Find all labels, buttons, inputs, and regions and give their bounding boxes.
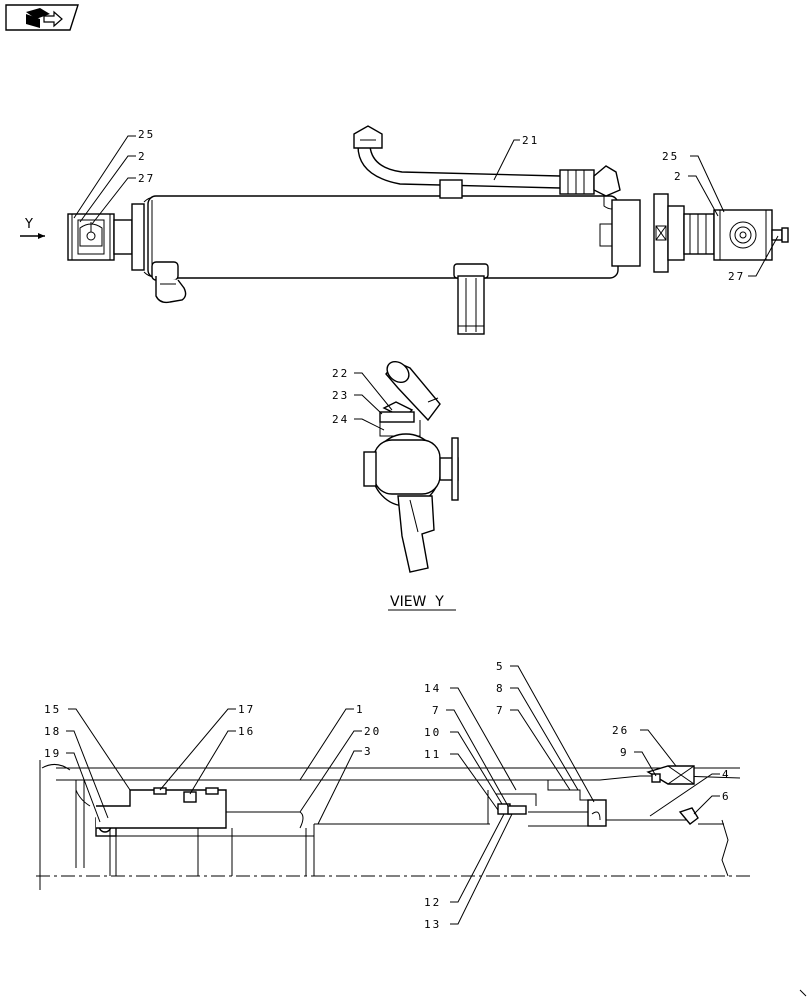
callout-27-right: 27 xyxy=(728,270,745,283)
callout-26: 26 xyxy=(612,724,629,737)
callout-25-right: 25 xyxy=(662,150,679,163)
callout-11: 11 xyxy=(424,748,441,761)
callout-18: 18 xyxy=(44,725,61,738)
top-callouts: 25 2 27 21 25 2 27 xyxy=(73,128,779,283)
callout-17: 17 xyxy=(238,703,255,716)
callout-20: 20 xyxy=(364,725,381,738)
callout-25-left: 25 xyxy=(138,128,155,141)
callout-1: 1 xyxy=(356,703,365,716)
view-callouts: 22 23 24 xyxy=(332,367,393,431)
callout-16: 16 xyxy=(238,725,255,738)
arrow-book-icon xyxy=(26,8,63,28)
callout-5: 5 xyxy=(496,660,505,673)
callout-24: 24 xyxy=(332,413,349,426)
cylinder-side-view: Y xyxy=(20,125,789,335)
callout-6: 6 xyxy=(722,790,731,803)
nav-button[interactable] xyxy=(5,4,79,31)
view-arrow-label: Y xyxy=(24,217,33,232)
view-caption: VIEW Y xyxy=(390,594,444,610)
callout-13: 13 xyxy=(424,918,441,931)
callout-12: 12 xyxy=(424,896,441,909)
view-y-drawing xyxy=(363,360,459,573)
callout-9: 9 xyxy=(620,746,629,759)
callout-22: 22 xyxy=(332,367,349,380)
callout-7a: 7 xyxy=(432,704,441,717)
section-view xyxy=(36,760,750,890)
callout-14: 14 xyxy=(424,682,441,695)
section-callouts: 15 18 19 17 16 1 20 3 14 7 10 11 5 8 7 2… xyxy=(44,660,731,931)
callout-15: 15 xyxy=(44,703,61,716)
callout-27-left: 27 xyxy=(138,172,155,185)
callout-8: 8 xyxy=(496,682,505,695)
callout-3: 3 xyxy=(364,745,373,758)
callout-4: 4 xyxy=(722,768,731,781)
callout-21: 21 xyxy=(522,134,539,147)
callout-2-left: 2 xyxy=(138,150,147,163)
callout-19: 19 xyxy=(44,747,61,760)
callout-23: 23 xyxy=(332,389,349,402)
callout-7b: 7 xyxy=(496,704,505,717)
callout-2-right: 2 xyxy=(674,170,683,183)
callout-10: 10 xyxy=(424,726,441,739)
